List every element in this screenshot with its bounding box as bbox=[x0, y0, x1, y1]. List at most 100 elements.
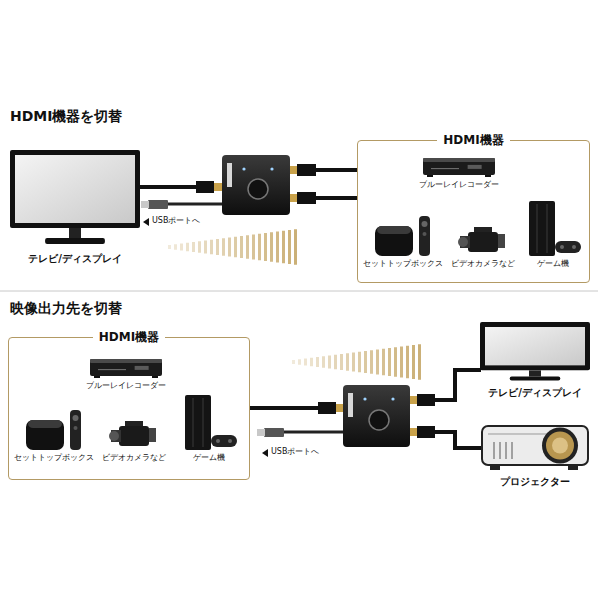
device-icon: ゲーム機 bbox=[181, 395, 237, 463]
signal-bar bbox=[288, 230, 291, 264]
port-note: USBポートへ bbox=[152, 215, 200, 226]
console-line bbox=[537, 204, 538, 253]
hdmi-cable bbox=[250, 402, 343, 414]
signal-bar bbox=[294, 229, 297, 265]
recorder-display bbox=[135, 366, 149, 370]
recorder-top bbox=[423, 158, 495, 162]
device-icon: ゲーム機 bbox=[525, 201, 581, 269]
hdmi-plug-tip bbox=[410, 396, 417, 404]
bluray-icon bbox=[90, 356, 162, 378]
usb-cable bbox=[141, 200, 222, 226]
console-body bbox=[529, 201, 555, 256]
signal-bar bbox=[346, 353, 349, 371]
tv-stand bbox=[529, 370, 541, 376]
signal-bar bbox=[334, 355, 337, 370]
hdmi-plug bbox=[318, 402, 336, 414]
device-group-panel: HDMI機器ブルーレイレコーダーセットトップボックスビデオカメラなどゲーム機 bbox=[357, 140, 590, 283]
icon-group bbox=[10, 150, 140, 244]
icon-group bbox=[482, 426, 588, 470]
signal-bar bbox=[382, 349, 385, 376]
signal-bar bbox=[180, 244, 183, 251]
camera-icon bbox=[460, 226, 506, 256]
foot bbox=[427, 175, 433, 177]
foot bbox=[490, 465, 500, 470]
lens-center bbox=[552, 438, 568, 454]
device-icon: ビデオカメラなど bbox=[448, 226, 518, 269]
camera-icon bbox=[111, 420, 157, 450]
hdmi-plug-tip bbox=[290, 166, 297, 174]
remote-button bbox=[422, 221, 428, 227]
cable bbox=[140, 185, 196, 189]
stb-box bbox=[26, 420, 64, 450]
device-icon: ブルーレイレコーダー bbox=[83, 356, 169, 391]
camera-monitor bbox=[498, 234, 505, 248]
icon-group bbox=[423, 158, 495, 177]
cable bbox=[166, 203, 222, 206]
signal-bar bbox=[298, 359, 301, 365]
tv-icon bbox=[10, 150, 140, 250]
camera-monitor bbox=[149, 428, 156, 442]
icon-group bbox=[26, 410, 81, 450]
tv-base bbox=[510, 377, 561, 381]
node-label: セットトップボックス bbox=[11, 452, 97, 463]
tv2-icon bbox=[480, 322, 590, 384]
signal-bar bbox=[400, 347, 403, 378]
foot bbox=[485, 175, 491, 177]
controller bbox=[555, 241, 581, 253]
hdmi-plug bbox=[297, 192, 316, 204]
remote-button bbox=[73, 415, 79, 421]
lens bbox=[546, 432, 574, 460]
usb-cable bbox=[257, 428, 343, 457]
led bbox=[242, 167, 245, 170]
signal-bar bbox=[370, 350, 373, 374]
node-label: ブルーレイレコーダー bbox=[83, 380, 169, 391]
usb-plug bbox=[148, 200, 168, 209]
tv-bezel bbox=[480, 322, 590, 370]
vent bbox=[493, 442, 495, 459]
hdmi-plug bbox=[196, 181, 214, 193]
hdmi-switch bbox=[222, 155, 290, 215]
recorder-top bbox=[90, 359, 162, 363]
node-label: ブルーレイレコーダー bbox=[416, 179, 502, 190]
signal-bar bbox=[328, 356, 331, 369]
icon-group bbox=[480, 322, 590, 381]
camera-body bbox=[468, 232, 498, 252]
arrow-mark bbox=[143, 218, 149, 226]
signal-bar bbox=[240, 236, 243, 258]
hdmi-plug-tip bbox=[410, 428, 417, 436]
stb-box bbox=[375, 226, 413, 256]
camera-handle bbox=[125, 421, 143, 426]
controller-stick bbox=[560, 245, 564, 249]
signal-bar bbox=[234, 237, 237, 258]
signal-bar bbox=[192, 242, 195, 252]
controller-stick bbox=[228, 439, 232, 443]
foot bbox=[152, 376, 158, 378]
controller bbox=[211, 435, 237, 447]
signal-bar bbox=[174, 244, 177, 250]
hdmi-cable bbox=[410, 370, 483, 448]
signal-bar bbox=[246, 235, 249, 259]
cable bbox=[435, 432, 483, 448]
switch-logo bbox=[348, 393, 353, 417]
usb-plug bbox=[264, 428, 284, 437]
signal-bar bbox=[270, 232, 273, 262]
console-body bbox=[185, 395, 211, 450]
signal-bar bbox=[418, 344, 421, 380]
disc-slot bbox=[431, 168, 459, 169]
switch-body bbox=[343, 385, 410, 447]
icon-group bbox=[458, 227, 505, 252]
stb-icon bbox=[26, 410, 82, 450]
projector: プロジェクター bbox=[480, 418, 590, 488]
signal-bar bbox=[204, 241, 207, 254]
section-heading: 映像出力先を切替 bbox=[10, 300, 122, 318]
node-label: ビデオカメラなど bbox=[448, 258, 518, 269]
led bbox=[363, 397, 366, 400]
tv-screen bbox=[15, 155, 135, 223]
remote-button bbox=[423, 232, 427, 236]
hdmi-plug bbox=[297, 164, 316, 176]
camera-lens-glass bbox=[458, 237, 468, 247]
signal-wedge bbox=[292, 344, 421, 380]
signal-bar bbox=[394, 347, 397, 377]
bluray-icon bbox=[423, 155, 495, 177]
